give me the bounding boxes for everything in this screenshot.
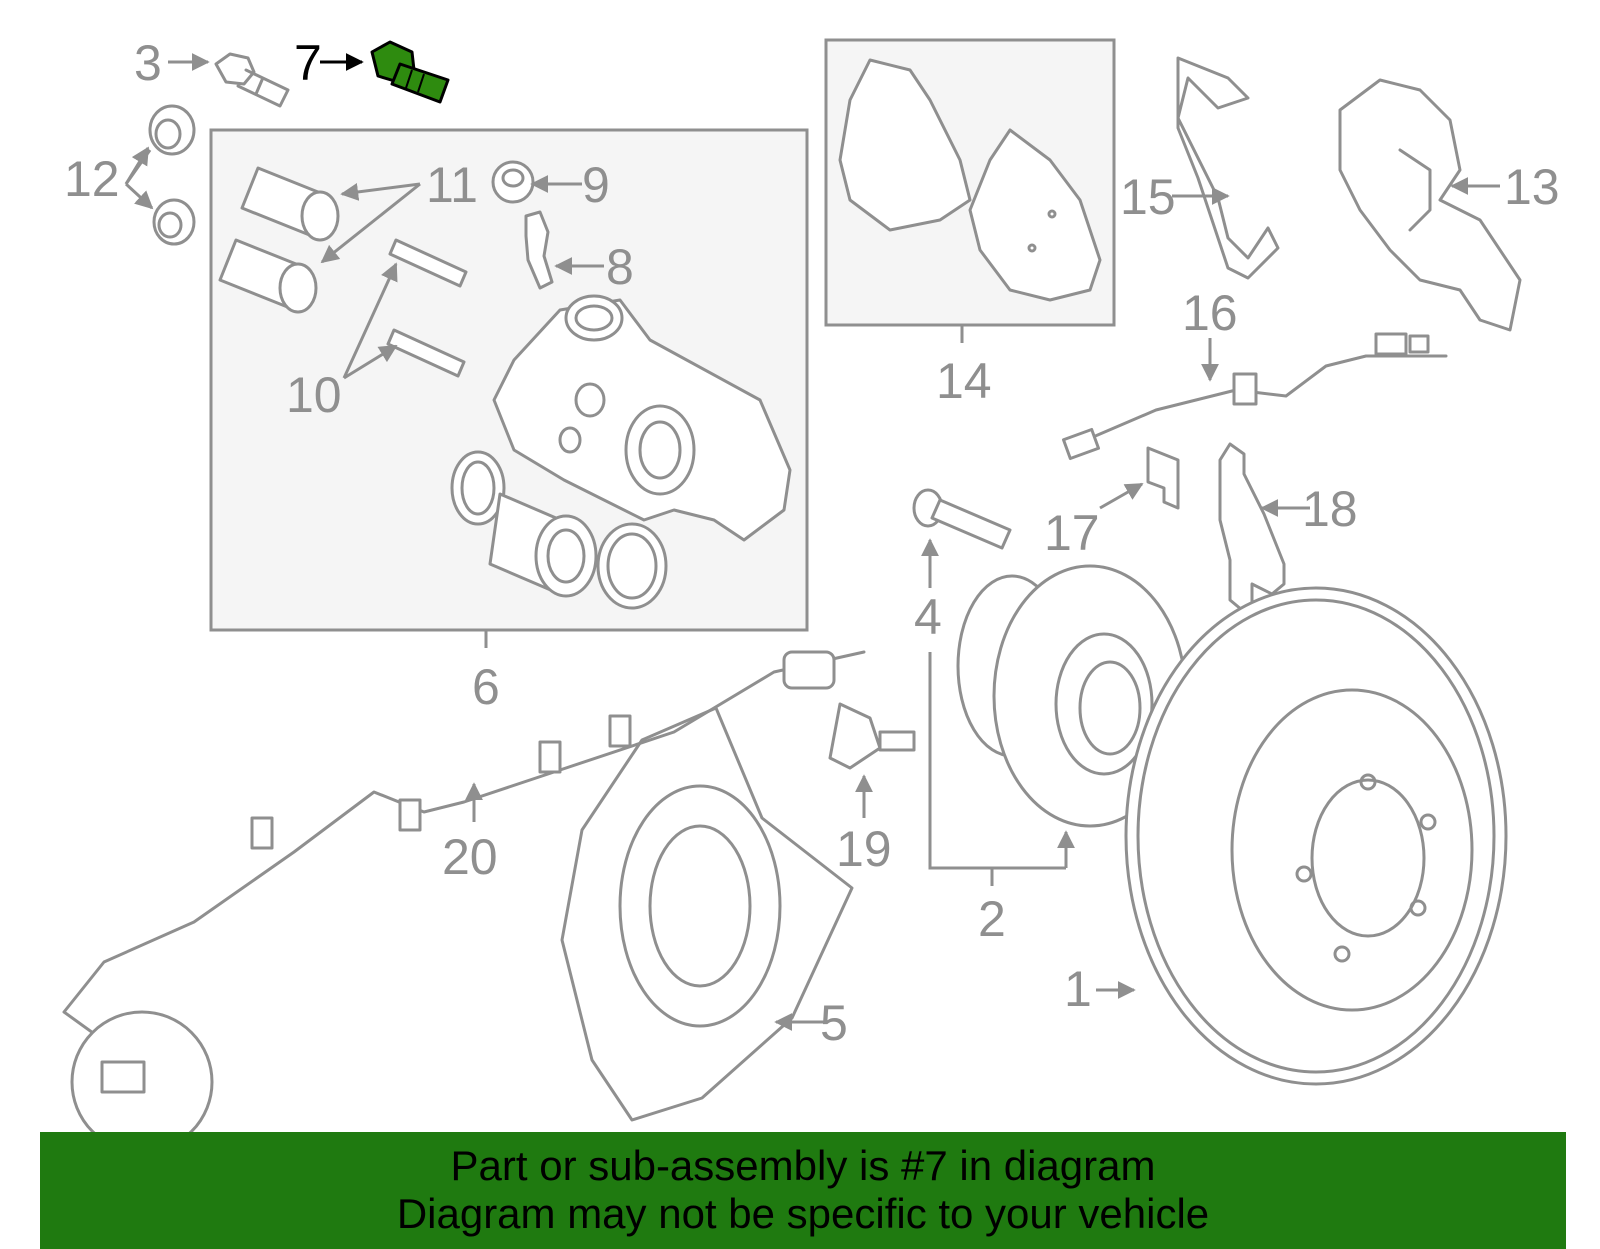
- part-14-brake-pads[interactable]: [838, 58, 1102, 302]
- leader-lines: [124, 53, 1500, 1031]
- part-9-cap[interactable]: [491, 160, 535, 204]
- callout-1: 1: [1064, 961, 1092, 1017]
- callout-17: 17: [1044, 505, 1100, 561]
- callout-6: 6: [472, 659, 500, 715]
- part-11-sleeves[interactable]: [218, 166, 340, 314]
- part-18-bracket[interactable]: [1218, 442, 1286, 612]
- callout-15: 15: [1120, 169, 1176, 225]
- part-7-bolt[interactable]: [370, 40, 450, 104]
- callout-12: 12: [64, 151, 120, 207]
- callout-9: 9: [582, 157, 610, 213]
- callout-14: 14: [936, 353, 992, 409]
- caliper-piston-seals[interactable]: [450, 450, 668, 610]
- callout-2: 2: [978, 891, 1006, 947]
- callout-7: 7: [294, 35, 322, 91]
- part-17-clip[interactable]: [1146, 446, 1180, 510]
- info-banner: Part or sub-assembly is #7 in diagram Di…: [40, 1132, 1566, 1249]
- part-12-bushings[interactable]: [148, 104, 196, 246]
- caliper-housing[interactable]: [492, 294, 792, 542]
- callout-20: 20: [442, 829, 498, 885]
- banner-line-2: Diagram may not be specific to your vehi…: [396, 1190, 1210, 1237]
- part-13-caliper-bracket[interactable]: [1338, 78, 1522, 332]
- callout-19: 19: [836, 821, 892, 877]
- callout-5: 5: [820, 995, 848, 1051]
- callout-8: 8: [606, 239, 634, 295]
- part-4-wheel-stud[interactable]: [912, 488, 1012, 550]
- part-15-spring[interactable]: [1176, 56, 1280, 280]
- part-20-abs-wire-harness[interactable]: [62, 650, 866, 1154]
- callout-4: 4: [914, 589, 942, 645]
- callout-10: 10: [286, 367, 342, 423]
- part-8-bleeder[interactable]: [524, 210, 554, 290]
- part-3-bolt[interactable]: [214, 52, 290, 108]
- part-19-abs-sensor[interactable]: [828, 702, 916, 770]
- callout-16: 16: [1182, 285, 1238, 341]
- part-5-dust-shield[interactable]: [560, 706, 854, 1122]
- banner-line-1: Part or sub-assembly is #7 in diagram: [450, 1142, 1156, 1189]
- callout-11: 11: [426, 157, 478, 213]
- callout-13: 13: [1504, 159, 1560, 215]
- callout-3: 3: [134, 35, 162, 91]
- part-10-guide-pins[interactable]: [386, 238, 468, 378]
- part-1-brake-rotor[interactable]: [1124, 586, 1508, 1086]
- part-16-brake-hose[interactable]: [1061, 332, 1448, 461]
- callout-18: 18: [1302, 481, 1358, 537]
